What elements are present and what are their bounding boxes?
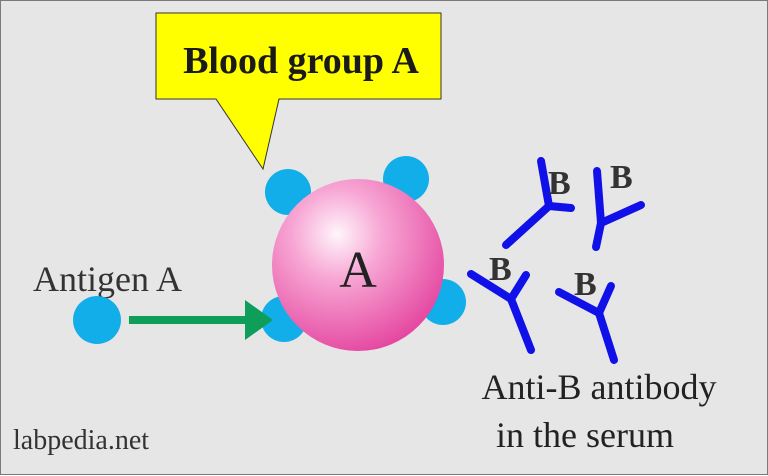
callout-label: Blood group A xyxy=(183,40,419,82)
callout-shape xyxy=(156,13,441,169)
antibody-label-1: B xyxy=(548,165,571,202)
arrow xyxy=(129,300,273,340)
antigen-label: Antigen A xyxy=(33,259,182,299)
antibody-label-2: B xyxy=(610,159,633,196)
antibody-caption-line1: Anti-B antibody xyxy=(482,367,717,407)
antibody-caption-line2: in the serum xyxy=(496,415,674,455)
red-cell: A xyxy=(272,179,444,351)
antibody-label-3: B xyxy=(489,251,512,288)
free-antigen-dot xyxy=(73,296,121,344)
callout: Blood group A xyxy=(156,13,441,169)
cell-label: A xyxy=(339,242,377,299)
watermark: labpedia.net xyxy=(13,425,149,456)
antibody-label-4: B xyxy=(574,266,597,303)
